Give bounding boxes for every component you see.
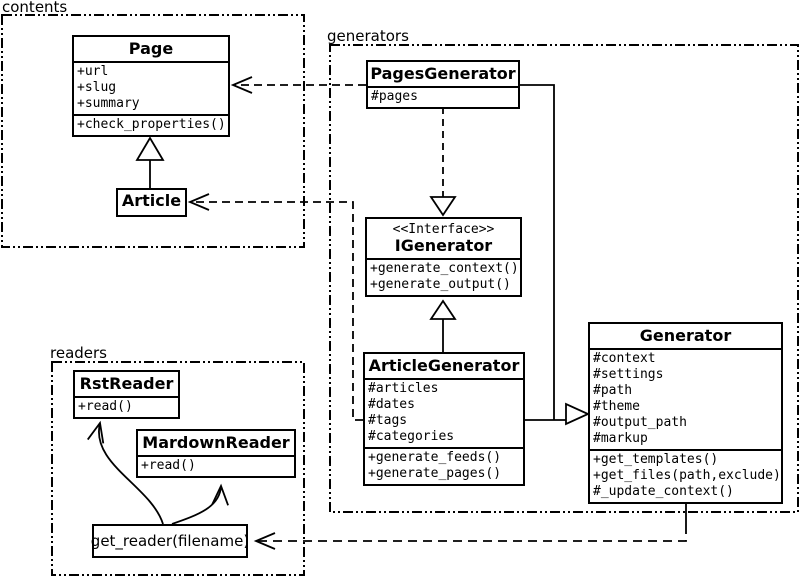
attribute-row: #articles <box>368 381 439 396</box>
class-pagesgenerator-attributes: #pages <box>368 86 518 107</box>
attribute-row: #settings <box>593 367 664 382</box>
edge-pagesgenerator-to-generator <box>520 84 555 420</box>
class-rstreader: RstReader +read() <box>73 370 180 419</box>
class-page-attributes: +url +slug +summary <box>74 61 228 114</box>
attribute-row: #context <box>593 351 656 366</box>
class-page-title: Page <box>128 39 174 58</box>
method-row: +generate_context() <box>370 261 519 276</box>
class-pagesgenerator: PagesGenerator #pages <box>366 60 520 109</box>
method-row: +generate_output() <box>370 277 511 292</box>
class-articlegenerator-methods: +generate_feeds() +generate_pages() <box>365 447 523 484</box>
function-get-reader-label: get_reader(filename) <box>90 532 250 550</box>
class-article: Article <box>116 188 187 217</box>
method-row: +generate_pages() <box>368 466 502 481</box>
class-articlegenerator-title: ArticleGenerator <box>368 356 520 375</box>
method-row: +get_templates() <box>593 452 719 467</box>
class-generator-attributes: #context #settings #path #theme #output_… <box>590 348 781 449</box>
attribute-row: #output_path <box>593 415 687 430</box>
edge-getreader-to-mardownreader <box>171 483 229 525</box>
edge-generator-to-getreader <box>253 525 687 550</box>
realization-triangle-icon <box>429 196 457 217</box>
edge-articlegenerator-to-article <box>187 193 363 421</box>
class-generator-methods: +get_templates() +get_files(path,exclude… <box>590 449 781 502</box>
attribute-row: #markup <box>593 431 648 446</box>
class-igenerator-title: IGenerator <box>394 236 493 255</box>
class-articlegenerator-attributes: #articles #dates #tags #categories <box>365 378 523 447</box>
attribute-row: #path <box>593 383 633 398</box>
method-row: +read() <box>78 399 133 414</box>
attribute-row: #theme <box>593 399 640 414</box>
class-igenerator-stereotype: <<Interface>> <box>392 222 495 237</box>
class-articlegenerator: ArticleGenerator #articles #dates #tags … <box>363 352 525 486</box>
class-igenerator: <<Interface>> IGenerator +generate_conte… <box>365 217 522 297</box>
inheritance-triangle-icon <box>135 136 165 161</box>
inheritance-triangle-icon <box>429 299 457 320</box>
method-row: +get_files(path,exclude) <box>593 468 781 483</box>
package-contents-border <box>1 14 305 248</box>
class-generator: Generator #context #settings #path #them… <box>588 322 783 504</box>
class-rstreader-title: RstReader <box>79 374 174 393</box>
class-rstreader-methods: +read() <box>75 396 178 417</box>
method-row: +read() <box>141 458 196 473</box>
class-page-methods: +check_properties() <box>74 114 228 135</box>
attribute-row: +slug <box>77 80 117 95</box>
inheritance-triangle-icon <box>565 402 591 426</box>
edge-getreader-to-rstreader <box>87 420 164 525</box>
package-contents-label: contents <box>2 0 68 16</box>
function-get-reader: get_reader(filename) <box>90 524 250 558</box>
class-generator-title: Generator <box>639 326 732 345</box>
package-generators-label: generators <box>327 27 409 45</box>
class-mardownreader-methods: +read() <box>138 455 294 476</box>
class-mardownreader: MardownReader +read() <box>136 429 296 478</box>
method-row: #_update_context() <box>593 484 734 499</box>
package-generators-border <box>329 44 799 513</box>
attribute-row: #dates <box>368 397 415 412</box>
method-row: +check_properties() <box>77 117 226 132</box>
attribute-row: #pages <box>371 89 418 104</box>
class-pagesgenerator-title: PagesGenerator <box>370 64 516 83</box>
class-mardownreader-title: MardownReader <box>142 433 290 452</box>
attribute-row: #categories <box>368 429 455 444</box>
method-row: +generate_feeds() <box>368 450 502 465</box>
package-readers-label: readers <box>50 344 107 362</box>
attribute-row: +url <box>77 64 109 79</box>
attribute-row: #tags <box>368 413 408 428</box>
attribute-row: +summary <box>77 96 140 111</box>
package-readers-border <box>51 361 305 576</box>
class-igenerator-methods: +generate_context() +generate_output() <box>367 258 520 295</box>
class-page: Page +url +slug +summary +check_properti… <box>72 35 230 137</box>
class-article-title: Article <box>121 191 182 210</box>
